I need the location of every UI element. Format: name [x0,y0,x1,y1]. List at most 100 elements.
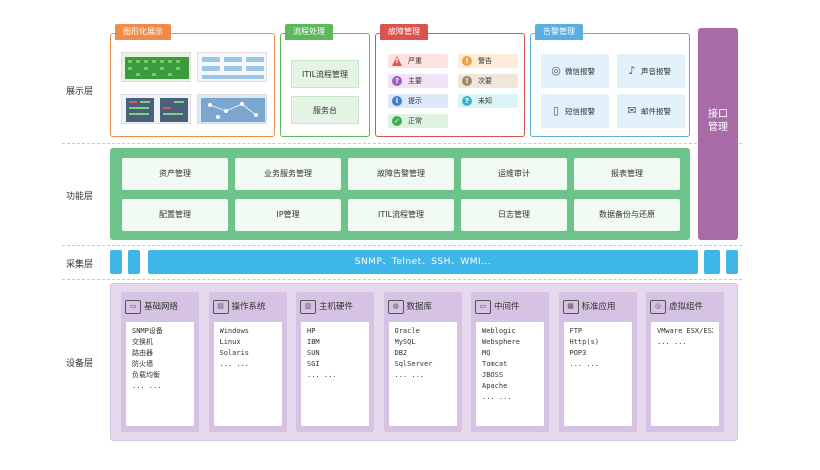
device-item: MQ [482,349,491,357]
fault-level-label: 严重 [408,57,422,65]
alarm-channel-item: ▯ 短信报警 [541,94,609,128]
fault-level-item: ✓ 正常 [388,114,448,128]
display-layer-label: 展示层 [66,87,94,97]
device-item: ... ... [307,371,337,379]
device-category-header: ▤操作系统 [212,298,266,316]
device-item: HP [307,327,316,335]
exclamation-icon: ! [462,76,472,86]
device-category-title: 标准应用 [581,302,616,312]
fault-level-item: !严重 [388,54,448,68]
phone-icon: ▯ [552,104,560,117]
device-item: ... ... [657,338,687,346]
device-item: 负载均衡 [132,371,160,379]
mail-icon: ✉ [627,104,637,117]
device-item-list: SNMP设备交换机路由器防火墙负载均衡... ... [126,322,194,426]
fault-level-item: ! 警告 [458,54,518,68]
topology-thumbnail [121,52,191,82]
service-desk-item: 服务台 [291,96,359,124]
flow-process-title: 流程处理 [285,24,333,40]
function-module: 报表管理 [574,158,680,190]
function-module: IP管理 [235,199,341,231]
function-module: 业务服务管理 [235,158,341,190]
device-item: Apache [482,382,508,390]
device-item: VMware ESX/ESXi [657,327,713,335]
device-category-title: 基础网络 [144,302,179,312]
device-item: SNMP设备 [132,327,163,335]
interface-management: 接口管理 [698,28,738,240]
device-item: SGI [307,360,320,368]
question-icon: ? [392,76,402,86]
alarm-channel-label: 邮件报警 [641,107,671,116]
middleware-icon: ▭ [475,299,491,314]
server-icon: ▥ [300,299,316,314]
device-item: JBOSS [482,371,504,379]
collect-segment [110,250,122,274]
alarm-channel-item: ◎ 微信报警 [541,54,609,88]
device-category: ▭基础网络 SNMP设备交换机路由器防火墙负载均衡... ... [121,292,199,432]
device-category-header: ▥主机硬件 [300,298,353,316]
fault-level-label: 未知 [478,97,492,105]
fault-level-item: ?未知 [458,94,518,108]
device-category-header: ◍数据库 [387,298,433,316]
rack-thumbnail [121,94,191,124]
network-icon: ▭ [125,299,141,314]
device-category-title: 数据库 [406,302,433,312]
function-module: 故障告警管理 [348,158,454,190]
device-item: FTP [569,327,583,335]
check-icon: ✓ [392,116,402,126]
device-item: 交换机 [132,338,153,346]
device-item: ... ... [394,371,425,379]
fault-level-label: 主要 [408,77,422,85]
function-module: 运维审计 [461,158,567,190]
device-category-title: 虚拟组件 [669,302,704,312]
function-layer-label: 功能层 [66,192,94,202]
device-category-header: ◎虚拟组件 [650,298,703,316]
device-category-title: 操作系统 [231,302,266,312]
alarm-channel-label: 短信报警 [565,107,595,116]
interface-management-label: 接口管理 [708,109,728,133]
device-item: POP3 [569,349,587,357]
device-item: DB2 [394,349,408,357]
virtual-icon: ◎ [650,299,666,314]
microphone-icon: ♪ [628,64,636,77]
device-item: IBM [307,338,320,346]
fault-management-title: 故障管理 [380,24,428,40]
fault-level-label: 次要 [478,77,492,85]
function-module: 配置管理 [122,199,228,231]
alarm-channel-label: 微信报警 [565,67,595,76]
flow-process-panel: 流程处理 ITIL流程管理 服务台 [280,24,370,137]
device-item: Tomcat [482,360,508,368]
fault-level-label: 提示 [408,97,422,105]
layer-divider [62,143,742,144]
exclamation-icon: ! [462,56,472,66]
device-item: ... ... [482,393,512,401]
fault-level-label: 警告 [478,57,492,65]
device-item: Solaris [219,349,250,357]
fault-level-item: ? 主要 [388,74,448,88]
alarm-channel-label: 声音报警 [641,67,671,76]
alarm-channel-item: ♪ 声音报警 [617,54,685,88]
itil-flow-item: ITIL流程管理 [291,60,359,88]
device-category-title: 主机硬件 [319,302,354,312]
collect-segment [704,250,720,274]
graph-display-panel: 图形化展示 [110,24,275,137]
layer-divider [62,245,742,246]
wechat-icon: ◎ [551,64,561,77]
device-category-header: ▭中间件 [475,298,520,316]
function-module: 资产管理 [122,158,228,190]
map-thumbnail [197,94,267,124]
fault-level-label: 正常 [408,117,422,125]
device-category-header: ▭基础网络 [125,298,178,316]
collect-segment [726,250,738,274]
function-module: 数据备份与还原 [574,199,680,231]
device-item: Weblogic [482,327,516,335]
device-item: Linux [219,338,241,346]
